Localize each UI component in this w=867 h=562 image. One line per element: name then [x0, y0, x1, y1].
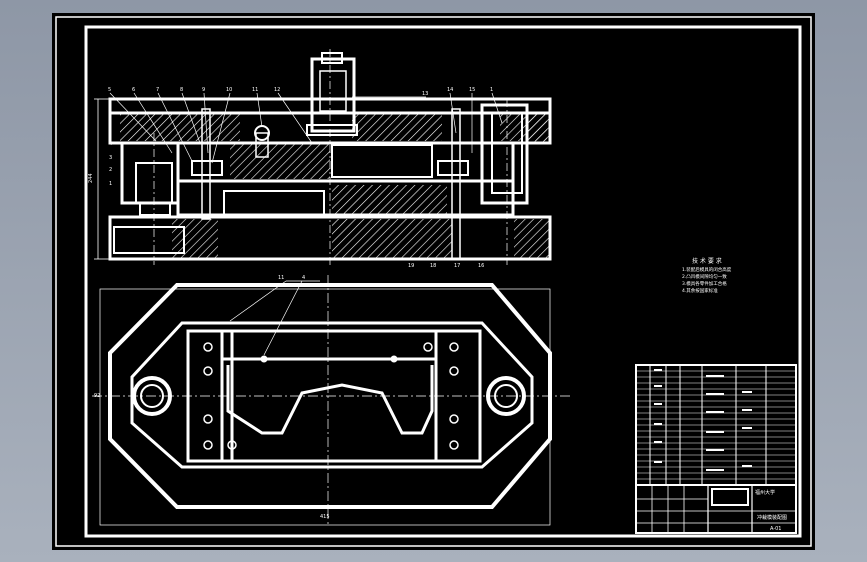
callout-8: 8: [180, 87, 183, 93]
note-line-3: 3.模具各零件加工合格: [682, 280, 727, 287]
title-block: [635, 484, 797, 534]
callout-7: 7: [156, 87, 159, 93]
callout-9: 9: [202, 87, 205, 93]
technical-notes: 技 术 要 求 1.装配后模具的闭合高度 2.凸凹模间隙均匀一致 3.模具各零件…: [682, 257, 732, 294]
front-callouts: 5 6 7 8 9 10 11 12 13 14 15 1 4 3 2 1 19…: [88, 87, 493, 269]
outer-border: [55, 16, 812, 547]
plan-view: [92, 275, 572, 526]
callout-11: 11: [252, 87, 258, 93]
parts-list-marks: [654, 369, 752, 471]
callout-plan-11: 11: [278, 275, 284, 281]
note-line-1: 1.装配后模具的闭合高度: [682, 266, 732, 273]
school-name: 福州大学: [755, 489, 775, 496]
part-name: 冲裁模装配图: [757, 514, 787, 521]
callout-14: 14: [447, 87, 453, 93]
callout-18: 18: [430, 263, 436, 269]
callout-plan-4: 4: [302, 275, 305, 281]
callout-17: 17: [454, 263, 460, 269]
note-line-2: 2.凸凹模间隙均匀一致: [682, 273, 727, 280]
plan-side-dimension: 92: [94, 393, 100, 399]
note-line-4: 4.其余按国家标准: [682, 287, 718, 294]
cad-drawing: 5 6 7 8 9 10 11 12 13 14 15 1 4 3 2 1 19…: [55, 16, 812, 547]
plan-width-dimension: 415: [320, 514, 330, 520]
callout-12: 12: [274, 87, 280, 93]
callout-6: 6: [132, 87, 135, 93]
callout-5: 5: [108, 87, 111, 93]
height-dimension: 244: [88, 173, 94, 183]
callout-1b: 1: [490, 87, 493, 93]
callout-19: 19: [408, 263, 414, 269]
plan-callouts: 11 4 92 415: [94, 275, 330, 520]
callout-10: 10: [226, 87, 232, 93]
callout-15: 15: [469, 87, 475, 93]
notes-title: 技 术 要 求: [692, 257, 722, 265]
callout-13: 13: [422, 91, 428, 97]
inner-border: [84, 25, 802, 538]
callout-4: 4: [109, 141, 112, 147]
callout-3: 3: [109, 155, 112, 161]
front-section-view: [94, 49, 552, 265]
drawing-viewport[interactable]: 5 6 7 8 9 10 11 12 13 14 15 1 4 3 2 1 19…: [52, 13, 815, 550]
callout-16: 16: [478, 263, 484, 269]
callout-1: 1: [109, 181, 112, 187]
callout-2: 2: [109, 167, 112, 173]
drawing-number: A-01: [770, 526, 781, 532]
